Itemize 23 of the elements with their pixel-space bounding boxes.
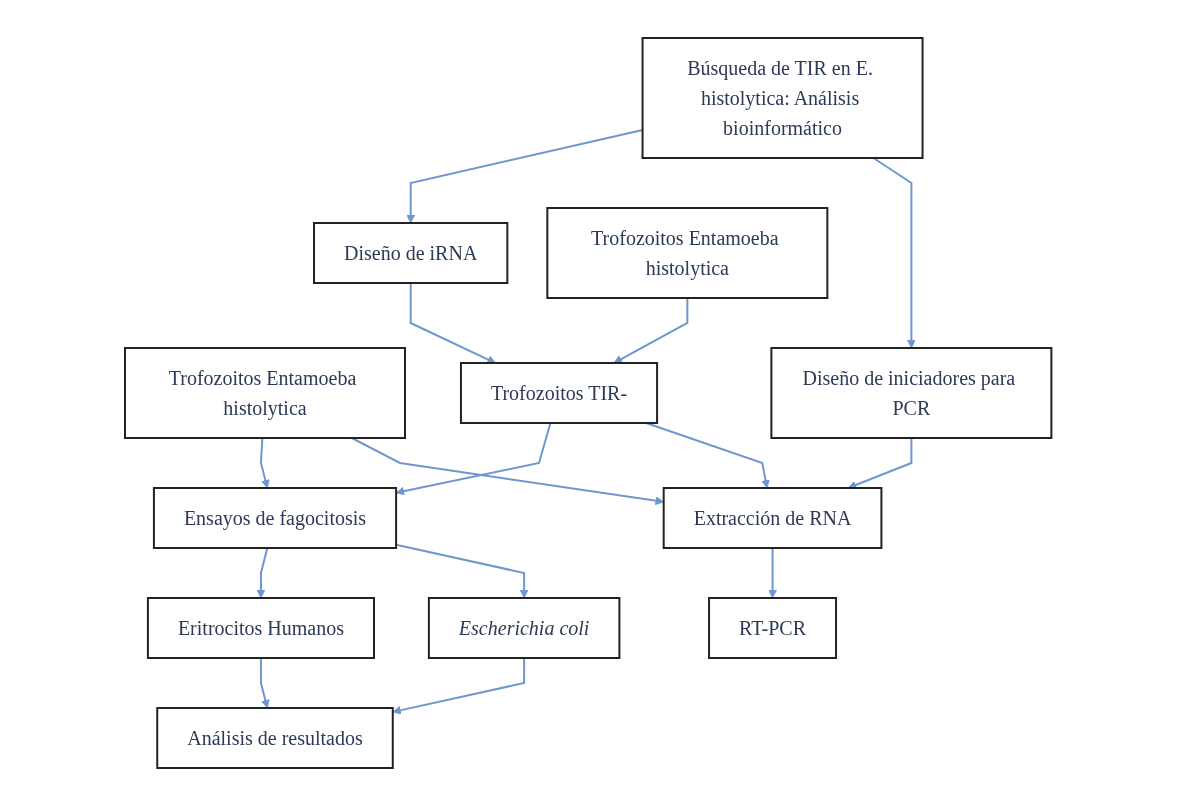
arrow — [768, 546, 778, 598]
node-box: Escherichia coli — [428, 596, 621, 659]
node-box: Diseño de iRNA — [313, 221, 509, 284]
node-box: RT-PCR — [708, 596, 838, 659]
arrow — [613, 296, 689, 363]
arrow — [260, 436, 270, 488]
node-box: Diseño de iniciadores para PCR — [770, 346, 1053, 439]
node-box: Ensayos de fagocitosis — [153, 486, 398, 549]
arrow — [396, 421, 552, 495]
node-box: Análisis de resultados — [156, 706, 395, 769]
arrow — [872, 156, 917, 348]
node-box: Eritrocitos Humanos — [147, 596, 376, 659]
arrow — [848, 436, 913, 489]
node-box: Trofozoitos Entamoeba histolytica — [546, 206, 829, 299]
node-box: Búsqueda de TIR en E. histolytica: Análisis bioinformático — [641, 36, 924, 159]
arrow — [645, 421, 771, 488]
node-box: Extracción de RNA — [663, 486, 883, 549]
node-box: Trofozoitos TIR- — [460, 361, 659, 424]
arrow — [260, 656, 270, 708]
arrow — [256, 546, 269, 598]
arrow — [395, 543, 529, 598]
node-box: Trofozoitos Entamoeba histolytica — [124, 346, 407, 439]
arrow — [410, 281, 497, 364]
